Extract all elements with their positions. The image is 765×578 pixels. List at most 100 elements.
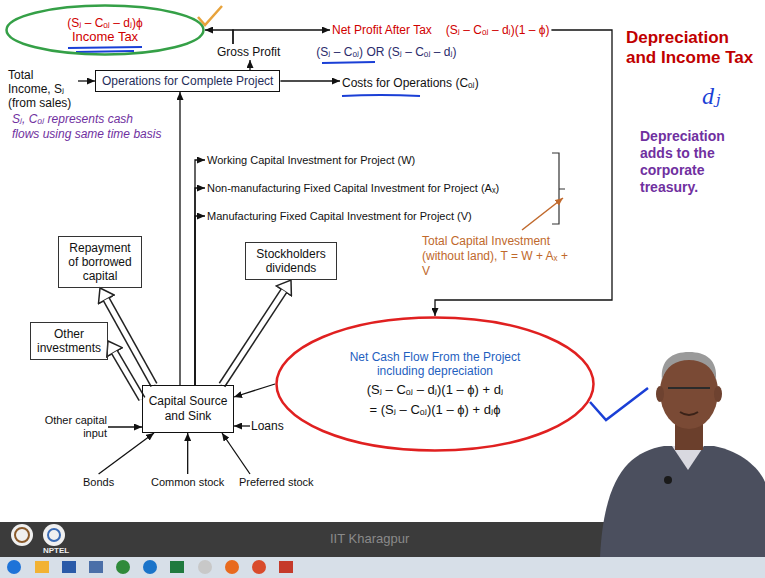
box-text: Capital Source and Sink (146, 394, 230, 424)
flow-arrow (195, 188, 205, 385)
formula-text: (Sⱼ – Cₒⱼ – dⱼ)(1 – ϕ) + dⱼ (367, 382, 504, 398)
taskbar-icon (89, 561, 103, 573)
connector-line (179, 92, 180, 385)
connector-line (78, 80, 95, 81)
pen-checkmark (590, 388, 648, 420)
connector-line (249, 60, 250, 70)
flow-arrow (78, 81, 95, 82)
flow-arrow (234, 384, 275, 397)
heading-text: Net Profit After Tax (332, 23, 432, 37)
investment-node: Working Capital Investment for Project (… (205, 152, 417, 168)
iit-logo (11, 524, 33, 546)
source-node: Loans (250, 418, 285, 434)
box-text: Operations for Complete Project (102, 74, 273, 88)
ellipse-outline (277, 318, 594, 451)
hollow-arrow-outline (222, 291, 284, 385)
bracket (552, 153, 565, 224)
taskbar-icon (7, 560, 21, 574)
connector-line (195, 160, 205, 385)
source-node: Bonds (82, 474, 115, 490)
presenter-microphone (664, 476, 672, 484)
source-node: Common stock (150, 474, 225, 490)
flow-arrow (222, 433, 250, 474)
hollow-arrow-fill (222, 291, 284, 385)
formula-text: = (Sⱼ – Cₒⱼ)(1 – ϕ) + dⱼϕ (369, 402, 500, 418)
taskbar (0, 557, 765, 578)
iit-logo-ring (15, 528, 29, 542)
heading-text: Net Cash Flow From the Project including… (325, 350, 545, 378)
box-text: Repayment of borrowed capital (63, 241, 137, 283)
flow-arrow (180, 92, 181, 385)
connector-line (234, 425, 250, 426)
process-box: Other investments (30, 322, 108, 360)
node-text: Bonds (83, 475, 114, 489)
taskbar-icon (252, 560, 266, 574)
gross-profit-node: Gross Profit(Sⱼ – Cₒⱼ) OR (Sⱼ – Cₒⱼ – dⱼ… (215, 44, 459, 60)
connector-line (234, 384, 275, 397)
taskbar-icon (116, 560, 130, 574)
investment-node: Non-manufacturing Fixed Capital Investme… (205, 180, 501, 196)
formula-text: (Sⱼ – Cₒⱼ – dⱼ)(1 – ϕ) (446, 23, 550, 37)
connector-line (435, 30, 612, 316)
connector-line (195, 216, 205, 385)
connector-line (99, 433, 154, 474)
handwritten-symbol: dⱼ (702, 82, 720, 110)
flow-arrow (195, 216, 205, 385)
taskbar-icon (35, 561, 49, 573)
flow-arrow (234, 426, 250, 427)
source-node: Other capital input (28, 413, 108, 441)
node-text: Preferred stock (239, 475, 314, 489)
node-text: Manufacturing Fixed Capital Investment f… (207, 209, 472, 223)
presenter-ear (714, 386, 722, 402)
heading-text: Income Tax (72, 30, 138, 44)
slide-title: Depreciation and Income Tax (626, 28, 761, 68)
node-text: Common stock (151, 475, 224, 489)
pen-checkmark (198, 6, 222, 25)
investment-node: Manufacturing Fixed Capital Investment f… (205, 208, 474, 224)
taskbar-icon (225, 560, 239, 574)
nptel-logo-ring (48, 529, 60, 541)
connector-line (108, 426, 142, 427)
total-investment-node: Total Capital Investment (without land),… (420, 232, 570, 281)
taskbar-icon (62, 561, 76, 573)
ellipse-outline (7, 6, 204, 55)
taskbar-icon (143, 560, 157, 574)
node-text: Total Capital Investment (without land),… (422, 234, 568, 279)
process-box: Repayment of borrowed capital (58, 236, 142, 288)
pen-underline (68, 47, 142, 52)
hollow-arrow-outline (115, 352, 142, 399)
presenter-ear (656, 386, 664, 402)
process-box: Operations for Complete Project (95, 70, 280, 92)
node-text: Costs for Operations (Cₒⱼ) (342, 76, 479, 90)
node-text: Total Income, Sⱼ (from sales) (8, 68, 76, 110)
flow-arrow (99, 433, 154, 474)
flow-arrow (195, 160, 205, 385)
node-text: Working Capital Investment for Project (… (207, 153, 415, 167)
connector-line (187, 433, 188, 474)
presenter-glasses (668, 387, 710, 389)
heading-text: Gross Profit (217, 45, 280, 59)
presenter (600, 352, 765, 557)
flow-arrow (205, 30, 233, 44)
income-node: Total Income, Sⱼ (from sales) (6, 66, 78, 112)
presenter-shirt (600, 446, 765, 557)
net-profit-node: Net Profit After Tax (Sⱼ – Cₒⱼ – dⱼ)(1 – … (330, 21, 551, 39)
flow-arrow (187, 433, 188, 474)
taskbar-icon (170, 561, 184, 573)
note-text: Depreciation adds to the corporate treas… (640, 128, 758, 196)
source-node: Preferred stock (238, 474, 315, 490)
formula-text: (Sⱼ – Cₒⱼ – dⱼ)ϕ (67, 16, 143, 30)
node-text: Loans (251, 419, 284, 433)
connector-line (233, 30, 330, 44)
flow-arrow (250, 60, 251, 70)
leader-arrow (522, 198, 563, 230)
presenter-mouth (680, 412, 698, 415)
flow-arrow (435, 30, 612, 316)
box-text: Other investments (35, 327, 103, 355)
flow-arrow (108, 427, 142, 428)
hollow-arrow (222, 291, 284, 385)
node-text: Other capital input (29, 414, 107, 440)
taskbar-icon (279, 561, 293, 573)
hollow-arrow-fill (115, 352, 142, 399)
cost-node: Costs for Operations (Cₒⱼ) (340, 74, 481, 92)
